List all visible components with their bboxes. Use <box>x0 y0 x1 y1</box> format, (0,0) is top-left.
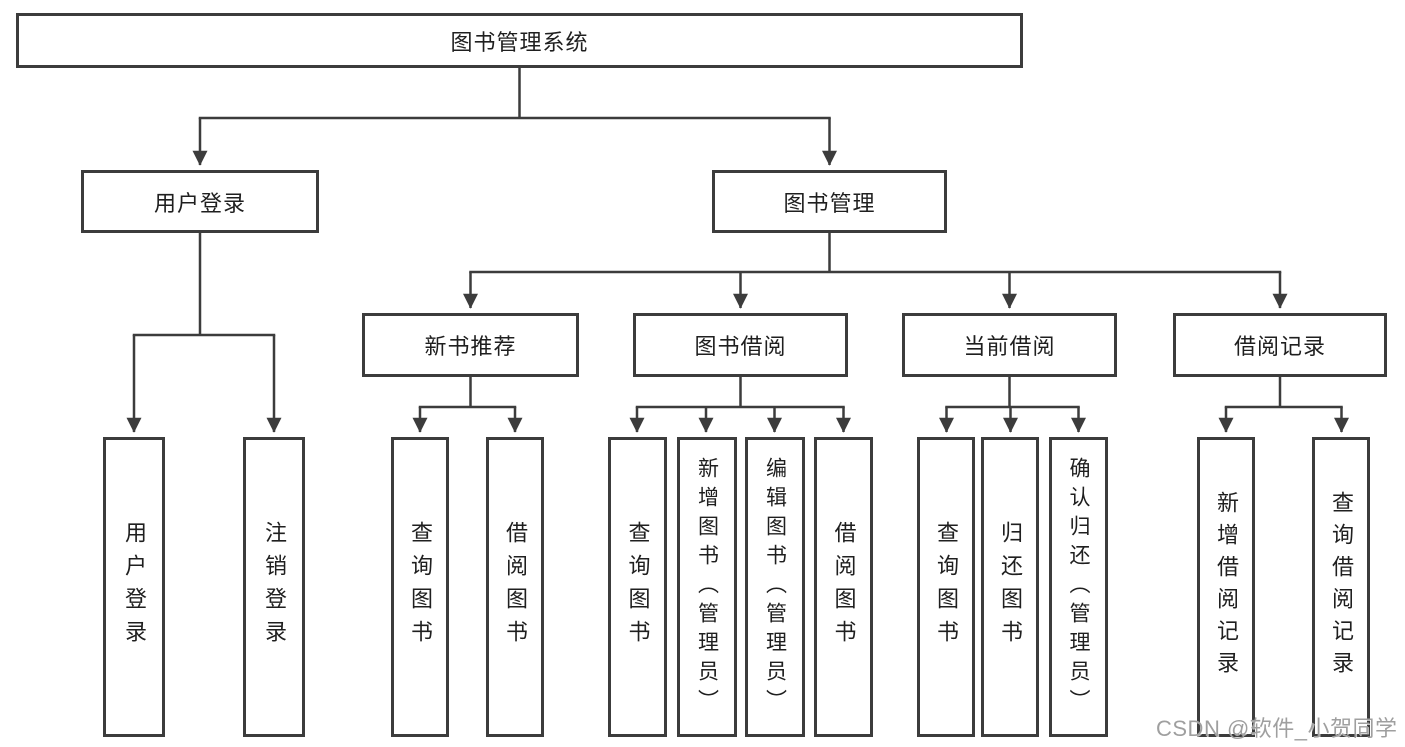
leaf-borrow-edit-book-label: 编辑图书（管理员） <box>763 456 787 718</box>
node-book-borrow: 图书借阅 <box>633 313 848 377</box>
leaf-records-query-record-label: 查询借阅记录 <box>1329 491 1354 683</box>
node-borrow-records-label: 借阅记录 <box>1233 334 1326 359</box>
node-current-borrow: 当前借阅 <box>902 313 1117 377</box>
node-book-borrow-label: 图书借阅 <box>694 334 787 359</box>
leaf-records-add-record-label: 新增借阅记录 <box>1214 491 1239 683</box>
leaf-recommend-borrow-book: 借阅图书 <box>486 437 544 737</box>
leaf-user-login: 用户登录 <box>103 437 165 737</box>
arrow-connectors <box>126 118 1349 433</box>
leaf-logout-label: 注销登录 <box>262 521 287 653</box>
leaf-records-query-record: 查询借阅记录 <box>1312 437 1370 737</box>
leaf-records-add-record: 新增借阅记录 <box>1197 437 1255 737</box>
leaf-current-query-book-label: 查询图书 <box>934 521 959 653</box>
leaf-borrow-query-book: 查询图书 <box>608 437 667 737</box>
node-book-management: 图书管理 <box>712 170 947 233</box>
leaf-recommend-query-book-label: 查询图书 <box>408 521 433 653</box>
leaf-current-query-book: 查询图书 <box>917 437 975 737</box>
node-new-book-recommend-label: 新书推荐 <box>424 334 517 359</box>
leaf-user-login-label: 用户登录 <box>122 521 147 653</box>
leaf-borrow-add-book: 新增图书（管理员） <box>677 437 737 737</box>
leaf-current-confirm-return-label: 确认归还（管理员） <box>1067 456 1090 718</box>
node-root: 图书管理系统 <box>16 13 1023 68</box>
node-current-borrow-label: 当前借阅 <box>963 334 1056 359</box>
leaf-current-return-book-label: 归还图书 <box>998 521 1023 653</box>
node-user-login: 用户登录 <box>81 170 319 233</box>
node-user-login-label: 用户登录 <box>153 190 246 216</box>
csdn-watermark: CSDN @软件_小贺同学 <box>1156 716 1398 741</box>
leaf-logout: 注销登录 <box>243 437 305 737</box>
leaf-recommend-borrow-book-label: 借阅图书 <box>503 521 528 653</box>
node-book-management-label: 图书管理 <box>783 190 876 216</box>
leaf-borrow-borrow-book: 借阅图书 <box>814 437 873 737</box>
leaf-current-return-book: 归还图书 <box>981 437 1039 737</box>
node-root-label: 图书管理系统 <box>450 29 589 55</box>
leaf-borrow-borrow-book-label: 借阅图书 <box>831 521 857 653</box>
leaf-borrow-edit-book: 编辑图书（管理员） <box>745 437 805 737</box>
leaf-borrow-add-book-label: 新增图书（管理员） <box>695 456 719 718</box>
leaf-recommend-query-book: 查询图书 <box>391 437 449 737</box>
tree-branch-lines <box>132 66 1343 409</box>
leaf-borrow-query-book-label: 查询图书 <box>625 521 651 653</box>
node-borrow-records: 借阅记录 <box>1173 313 1387 377</box>
node-new-book-recommend: 新书推荐 <box>362 313 579 377</box>
leaf-current-confirm-return: 确认归还（管理员） <box>1049 437 1108 737</box>
